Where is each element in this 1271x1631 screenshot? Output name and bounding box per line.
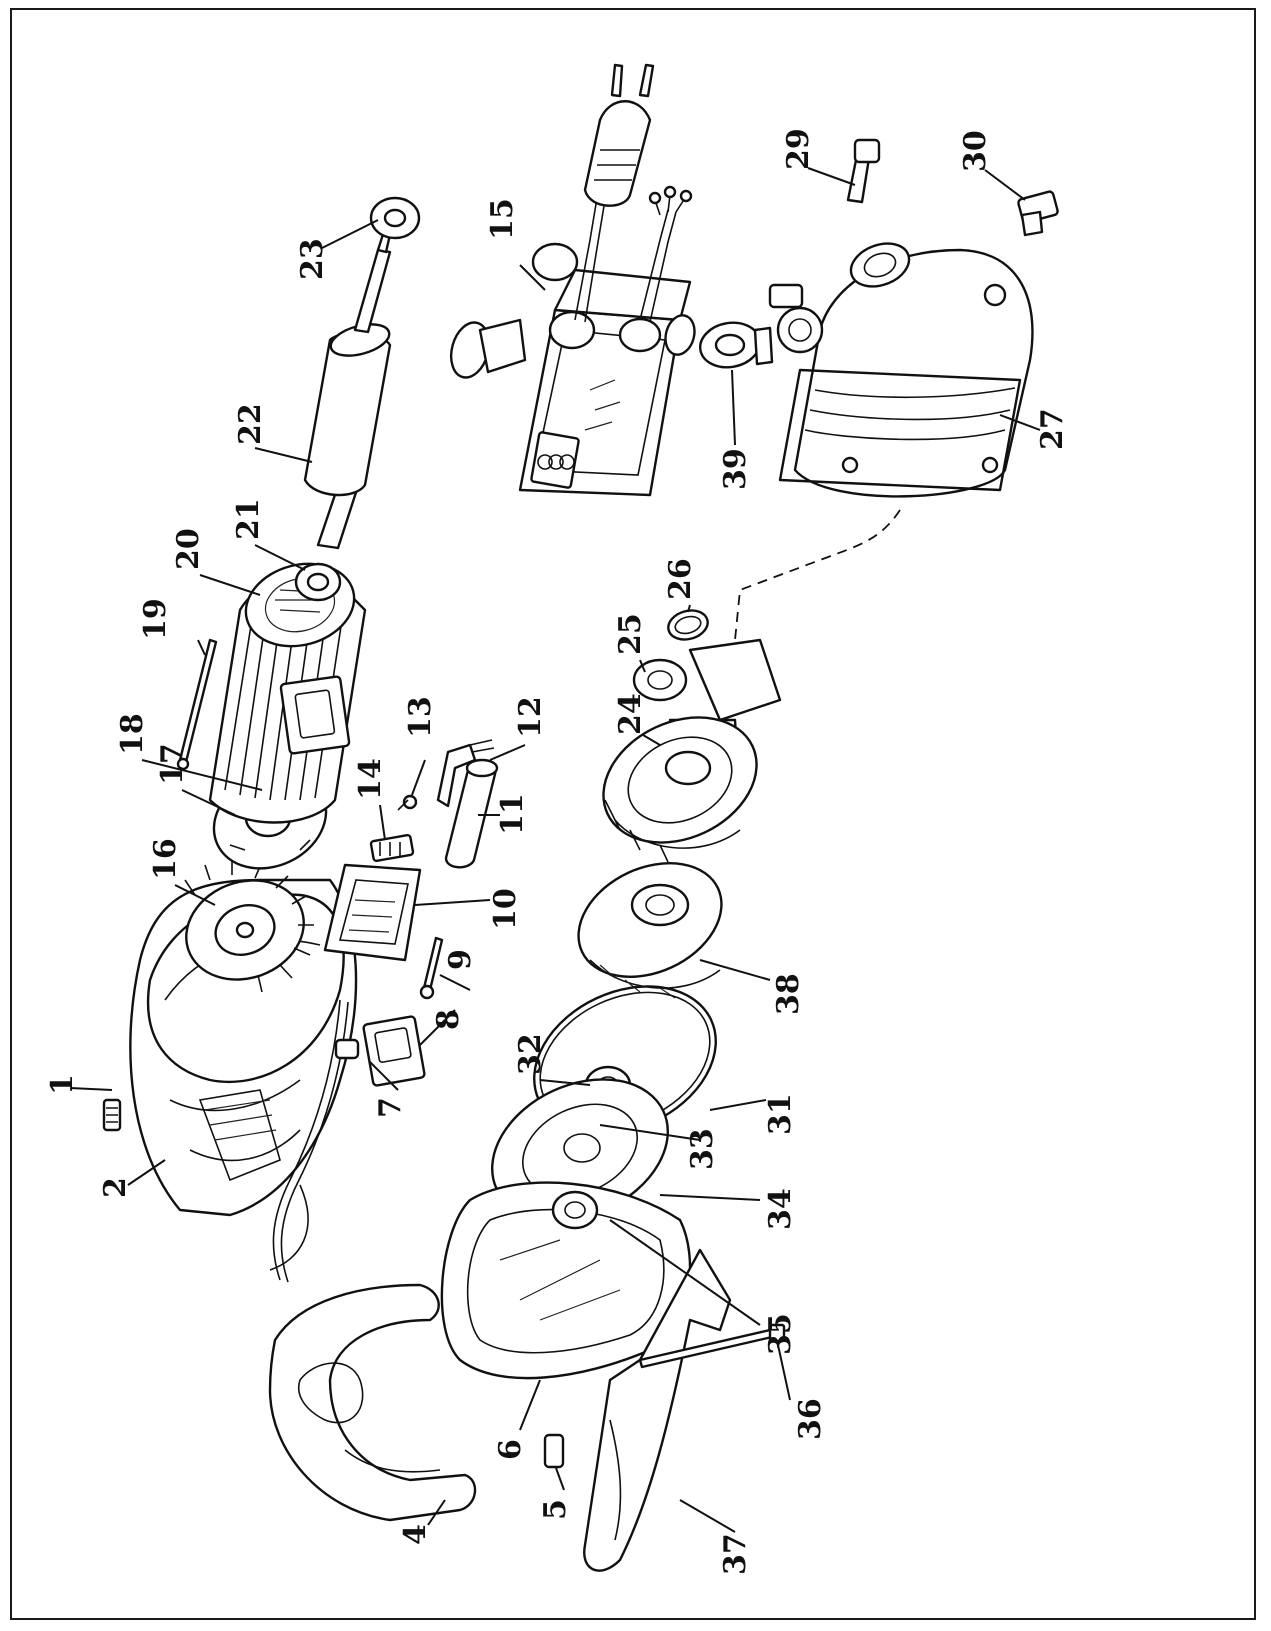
part-8-switch — [362, 1015, 426, 1087]
label-part-23: 23 — [295, 238, 330, 280]
assembly-guide-line — [734, 509, 901, 641]
wire-bundle — [639, 185, 693, 323]
part-24-diffuser-plate — [602, 716, 758, 863]
part-9-screw — [419, 936, 444, 1000]
part-29-screw — [846, 138, 881, 204]
label-part-17: 17 — [155, 743, 190, 785]
label-part-38: 38 — [771, 973, 806, 1015]
part-26-o-ring — [667, 609, 709, 641]
label-part-37: 37 — [718, 1533, 753, 1575]
label-part-21: 21 — [231, 498, 266, 540]
label-part-4: 4 — [398, 1524, 433, 1545]
part-35-shaft-seal — [551, 1190, 599, 1230]
label-part-20: 20 — [171, 528, 206, 570]
part-16-fan — [184, 860, 314, 993]
part-11-capacitor — [444, 758, 499, 869]
label-part-24: 24 — [613, 693, 648, 735]
label-part-5: 5 — [538, 1499, 573, 1520]
label-part-33: 33 — [685, 1128, 720, 1170]
part-10-terminal-box — [323, 863, 422, 962]
part-27-pump-body — [768, 242, 1034, 498]
label-part-39: 39 — [718, 448, 753, 490]
label-part-27: 27 — [1035, 408, 1070, 450]
label-part-1: 1 — [45, 1074, 80, 1095]
label-part-29: 29 — [781, 128, 816, 170]
part-4-handle — [268, 1283, 477, 1522]
label-part-7: 7 — [373, 1097, 408, 1118]
label-part-31: 31 — [763, 1093, 798, 1135]
part-39-fitting — [699, 321, 774, 369]
part-13-screw — [397, 794, 418, 811]
label-part-9: 9 — [443, 949, 478, 970]
label-part-2: 2 — [98, 1177, 133, 1198]
part-7-cable — [272, 999, 360, 1283]
label-part-26: 26 — [663, 558, 698, 600]
part-36-screw — [638, 1323, 786, 1369]
label-part-30: 30 — [958, 130, 993, 172]
label-part-35: 35 — [763, 1313, 798, 1355]
label-part-8: 8 — [431, 1009, 466, 1030]
part-15-pressure-switch — [449, 242, 696, 497]
part-labels: 1 2 4 5 6 7 8 9 10 11 12 13 14 15 16 17 … — [45, 128, 1070, 1575]
label-part-14: 14 — [353, 758, 388, 800]
label-part-11: 11 — [495, 793, 530, 835]
part-23-bearing — [369, 196, 421, 240]
part-14-connector — [369, 833, 415, 863]
label-part-19: 19 — [138, 598, 173, 640]
part-19-tie-bolt — [176, 638, 218, 771]
power-plug — [574, 63, 655, 323]
part-5-spacer — [543, 1433, 565, 1469]
label-part-32: 32 — [513, 1033, 548, 1075]
label-part-25: 25 — [613, 613, 648, 655]
label-part-22: 22 — [233, 403, 268, 445]
part-21-bearing — [294, 562, 342, 602]
label-part-16: 16 — [148, 838, 183, 880]
label-part-18: 18 — [115, 713, 150, 755]
label-part-36: 36 — [793, 1398, 828, 1440]
leader-lines — [69, 167, 1041, 1533]
part-38-impeller — [577, 862, 723, 999]
part-30-plug — [1017, 190, 1059, 237]
part-12-capacitor-clamp — [436, 739, 495, 808]
label-part-34: 34 — [763, 1188, 798, 1230]
label-part-13: 13 — [403, 696, 438, 738]
label-part-15: 15 — [485, 198, 520, 240]
label-part-10: 10 — [488, 888, 523, 930]
label-part-12: 12 — [513, 696, 548, 738]
label-part-6: 6 — [493, 1439, 528, 1460]
part-1-screw — [102, 1098, 122, 1132]
